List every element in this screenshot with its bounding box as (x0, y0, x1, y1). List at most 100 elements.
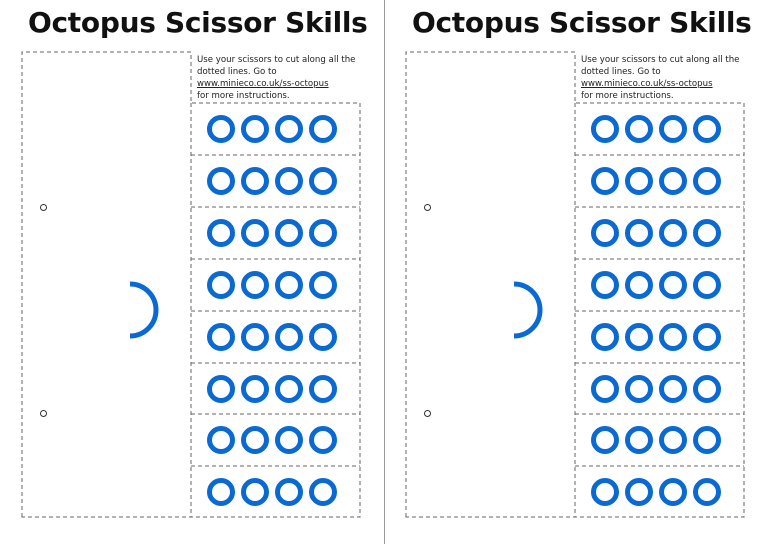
ring-icon (693, 219, 721, 247)
ring-icon (275, 323, 303, 351)
ring-icon (275, 426, 303, 454)
tentacle-strip (207, 164, 347, 198)
instructions: Use your scissors to cut along all the d… (197, 54, 377, 102)
eye-arc-icon (513, 281, 543, 339)
ring-icon (625, 167, 653, 195)
ring-icon (591, 167, 619, 195)
ring-icon (625, 219, 653, 247)
worksheet-right: Octopus Scissor Skills Use your scissors… (384, 0, 768, 544)
instructions-line-3: for more instructions. (197, 91, 290, 101)
ring-icon (241, 167, 269, 195)
ring-icon (309, 375, 337, 403)
worksheet-title: Octopus Scissor Skills (412, 6, 752, 39)
ring-icon (659, 219, 687, 247)
octopus-head-outline (405, 51, 745, 518)
ring-icon (693, 478, 721, 506)
ring-icon (659, 115, 687, 143)
ring-icon (207, 115, 235, 143)
strip-cut-lines (190, 103, 360, 517)
tentacle-strip (591, 112, 731, 146)
page-divider (384, 0, 385, 544)
ring-icon (591, 219, 619, 247)
ring-icon (625, 375, 653, 403)
ring-icon (659, 375, 687, 403)
instructions-line-3: for more instructions. (581, 91, 674, 101)
ring-icon (693, 323, 721, 351)
ring-icon (275, 478, 303, 506)
ring-icon (241, 219, 269, 247)
ring-icon (625, 115, 653, 143)
eye-arc-icon (129, 281, 159, 339)
ring-icon (275, 219, 303, 247)
cut-outline (405, 51, 745, 518)
instructions-line-1: Use your scissors to cut along all the (581, 55, 740, 65)
ring-icon (659, 323, 687, 351)
tentacle-strip (207, 423, 347, 457)
ring-icon (275, 167, 303, 195)
ring-icon (625, 478, 653, 506)
tentacle-strip (591, 164, 731, 198)
ring-icon (309, 323, 337, 351)
tentacle-strip (207, 216, 347, 250)
strip-cut-lines (574, 103, 744, 517)
ring-icon (625, 271, 653, 299)
ring-icon (659, 167, 687, 195)
instructions-line-2: dotted lines. Go to (197, 67, 277, 77)
ring-icon (625, 323, 653, 351)
ring-icon (309, 271, 337, 299)
ring-icon (207, 426, 235, 454)
tentacle-strip (207, 320, 347, 354)
hole-icon (424, 204, 431, 211)
ring-icon (309, 167, 337, 195)
ring-icon (693, 375, 721, 403)
hole-icon (40, 410, 47, 417)
ring-icon (309, 115, 337, 143)
ring-icon (241, 115, 269, 143)
ring-icon (591, 375, 619, 403)
ring-icon (241, 426, 269, 454)
tentacle-strip (207, 268, 347, 302)
worksheet-title: Octopus Scissor Skills (28, 6, 368, 39)
ring-icon (275, 375, 303, 403)
ring-icon (625, 426, 653, 454)
hole-icon (40, 204, 47, 211)
ring-icon (659, 426, 687, 454)
ring-icon (241, 375, 269, 403)
ring-icon (207, 375, 235, 403)
ring-icon (241, 478, 269, 506)
instructions-link[interactable]: www.minieco.co.uk/ss-octopus (197, 79, 329, 89)
ring-icon (241, 271, 269, 299)
instructions-line-1: Use your scissors to cut along all the (197, 55, 356, 65)
ring-icon (591, 323, 619, 351)
ring-icon (275, 115, 303, 143)
ring-icon (659, 478, 687, 506)
ring-icon (309, 426, 337, 454)
tentacle-strip (591, 268, 731, 302)
instructions: Use your scissors to cut along all the d… (581, 54, 761, 102)
tentacle-strip (591, 372, 731, 406)
ring-icon (693, 271, 721, 299)
ring-icon (309, 219, 337, 247)
tentacle-strip (591, 475, 731, 509)
ring-icon (591, 478, 619, 506)
ring-icon (275, 271, 303, 299)
ring-icon (241, 323, 269, 351)
instructions-link[interactable]: www.minieco.co.uk/ss-octopus (581, 79, 713, 89)
ring-icon (207, 323, 235, 351)
instructions-line-2: dotted lines. Go to (581, 67, 661, 77)
tentacle-strip (591, 216, 731, 250)
ring-icon (659, 271, 687, 299)
ring-icon (309, 478, 337, 506)
cut-outline (21, 51, 361, 518)
tentacle-strip (207, 112, 347, 146)
ring-icon (591, 426, 619, 454)
ring-icon (693, 167, 721, 195)
ring-icon (693, 426, 721, 454)
ring-icon (591, 271, 619, 299)
tentacle-strip (207, 372, 347, 406)
octopus-head-outline (21, 51, 361, 518)
tentacle-strip (207, 475, 347, 509)
ring-icon (591, 115, 619, 143)
hole-icon (424, 410, 431, 417)
ring-icon (693, 115, 721, 143)
